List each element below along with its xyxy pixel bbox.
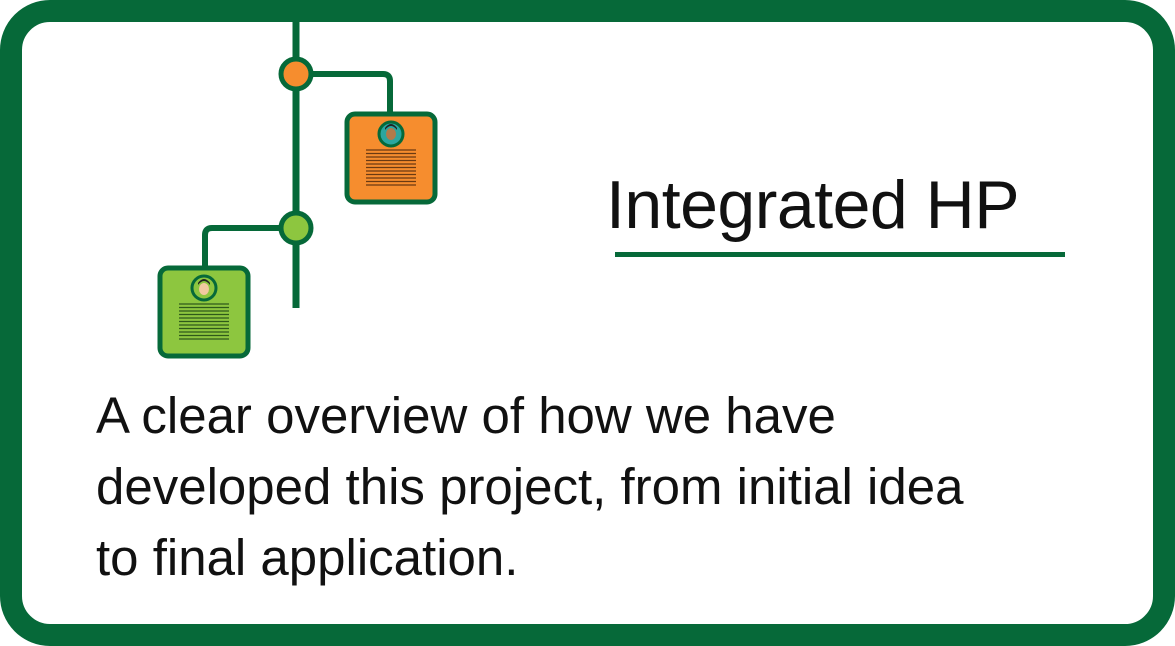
connector-green (202, 225, 296, 270)
description: A clear overview of how we have develope… (96, 380, 1116, 593)
connector-orange (296, 71, 393, 116)
timeline-node-green (278, 210, 314, 246)
timeline-node-orange (278, 56, 314, 92)
profile-card-icon-orange (344, 111, 438, 205)
avatar-icon (377, 120, 405, 148)
page-title: Integrated HP (606, 167, 1020, 243)
description-line: developed this project, from initial ide… (96, 458, 964, 515)
title-underline (615, 252, 1065, 257)
avatar-icon (190, 274, 218, 302)
description-line: A clear overview of how we have (96, 387, 836, 444)
description-line: to final application. (96, 529, 519, 586)
profile-card-icon-green (157, 265, 251, 359)
document-lines-icon (179, 303, 229, 340)
document-lines-icon (366, 149, 416, 186)
